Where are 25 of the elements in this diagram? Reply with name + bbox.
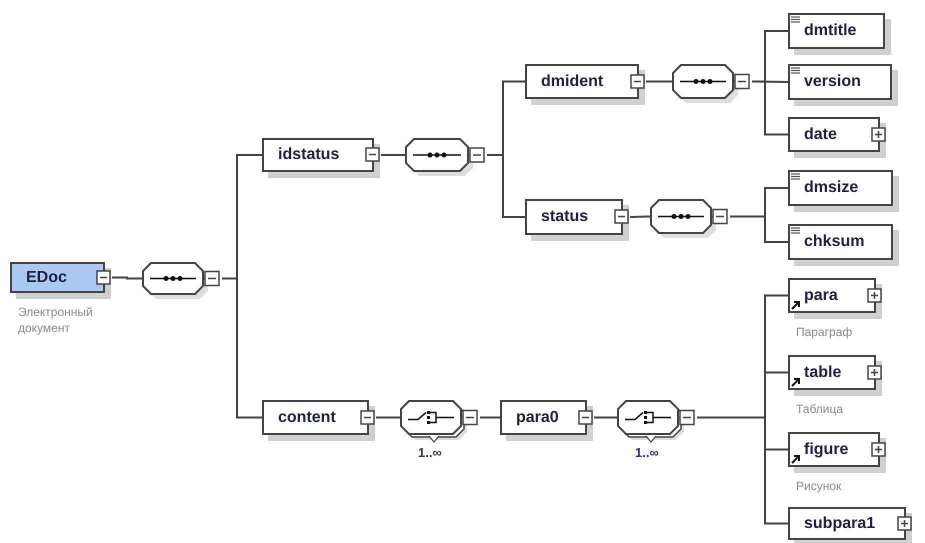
multiplicity-label: 1..∞ — [418, 445, 442, 461]
element-name: dmsize — [804, 179, 858, 197]
connector-line — [730, 216, 788, 243]
element-name: version — [804, 73, 861, 91]
element-name: para0 — [516, 408, 559, 426]
annotation-text: Рисунок — [796, 478, 842, 494]
element-name: dmident — [541, 72, 604, 90]
element-name: para — [804, 286, 838, 304]
element-name: dmtitle — [804, 22, 856, 40]
multiplicity-label: 1..∞ — [635, 445, 659, 461]
element-name: figure — [804, 440, 848, 458]
connector-line — [697, 416, 788, 524]
annotation-text: Таблица — [796, 401, 844, 417]
element-name: EDoc — [26, 268, 67, 286]
element-name: content — [278, 408, 336, 426]
element-name: table — [804, 364, 842, 382]
element-name: status — [541, 208, 588, 226]
element-name: idstatus — [278, 146, 340, 164]
element-name: chksum — [804, 233, 864, 251]
connector-line — [480, 416, 500, 418]
annotation-text: Электронный документ — [18, 304, 94, 336]
element-name: subpara1 — [804, 514, 876, 532]
connector-line — [222, 278, 262, 418]
annotation-text: Параграф — [796, 324, 854, 340]
element-name: date — [804, 126, 837, 144]
